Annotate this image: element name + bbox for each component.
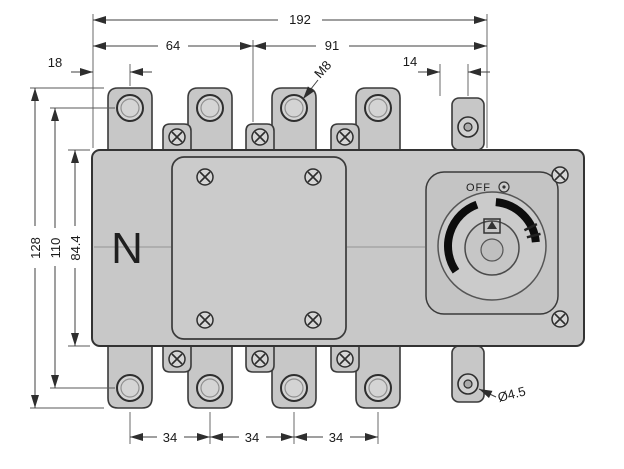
dim-label-body-height: 84.4 <box>68 235 83 260</box>
rotation-arc-left <box>444 200 479 274</box>
dim-label-left-width: 64 <box>166 38 180 53</box>
dim-label-hole-offset: 14 <box>403 54 417 69</box>
off-position-label: OFF <box>466 182 491 194</box>
terminal-tab <box>107 345 153 409</box>
hole-diameter-callout: Ø4.5 <box>496 384 527 405</box>
fixing-ear <box>246 124 274 150</box>
on-position-tick <box>523 222 538 232</box>
mounting-hole <box>457 373 479 395</box>
dim-label-edge-offset: 18 <box>48 55 62 70</box>
knob-pointer-arrow-icon <box>487 221 497 229</box>
thread-callout: M8 <box>311 58 334 81</box>
dim-label-pitch-3: 34 <box>329 430 343 445</box>
position-indicator-dot <box>502 185 506 189</box>
dim-label-right-width: 91 <box>325 38 339 53</box>
knob-hub <box>480 238 504 262</box>
neutral-pole-label: N <box>111 224 143 273</box>
device: N OFF <box>91 87 585 409</box>
dim-label-overall-width: 192 <box>289 12 311 27</box>
fixing-ear <box>331 346 359 372</box>
handle-assembly: OFF <box>425 171 559 315</box>
phillips-screw <box>196 168 214 186</box>
fixing-ear <box>246 346 274 372</box>
on-position-tick <box>526 232 541 239</box>
bottom-terminals <box>107 345 485 409</box>
fixing-ear <box>163 124 191 150</box>
phillips-screw <box>196 311 214 329</box>
dimension-layer: 192 64 91 18 14 M8 128 110 84.4 <box>28 12 527 445</box>
terminal-tab <box>187 345 233 409</box>
terminal-tab <box>271 87 317 151</box>
terminal-tab <box>355 345 401 409</box>
dim-label-pitch-1: 34 <box>163 430 177 445</box>
mounting-hole <box>457 116 479 138</box>
fixing-ear <box>331 124 359 150</box>
leader-line <box>302 79 319 100</box>
phillips-screw <box>551 166 569 184</box>
terminal-tab <box>271 345 317 409</box>
terminal-tab <box>355 87 401 151</box>
fixing-ear <box>163 346 191 372</box>
phillips-screw <box>304 168 322 186</box>
dim-label-hole-span: 110 <box>48 238 63 259</box>
pole-cover <box>171 156 347 340</box>
top-terminals <box>107 87 485 151</box>
phillips-screw <box>551 310 569 328</box>
terminal-tab <box>187 87 233 151</box>
dim-label-pitch-2: 34 <box>245 430 259 445</box>
knob-pointer-window <box>483 218 501 234</box>
phillips-screw <box>304 311 322 329</box>
dim-label-overall-height: 128 <box>28 237 43 259</box>
terminal-tab <box>107 87 153 151</box>
cover-plate <box>171 156 347 340</box>
leader-line <box>478 388 497 399</box>
